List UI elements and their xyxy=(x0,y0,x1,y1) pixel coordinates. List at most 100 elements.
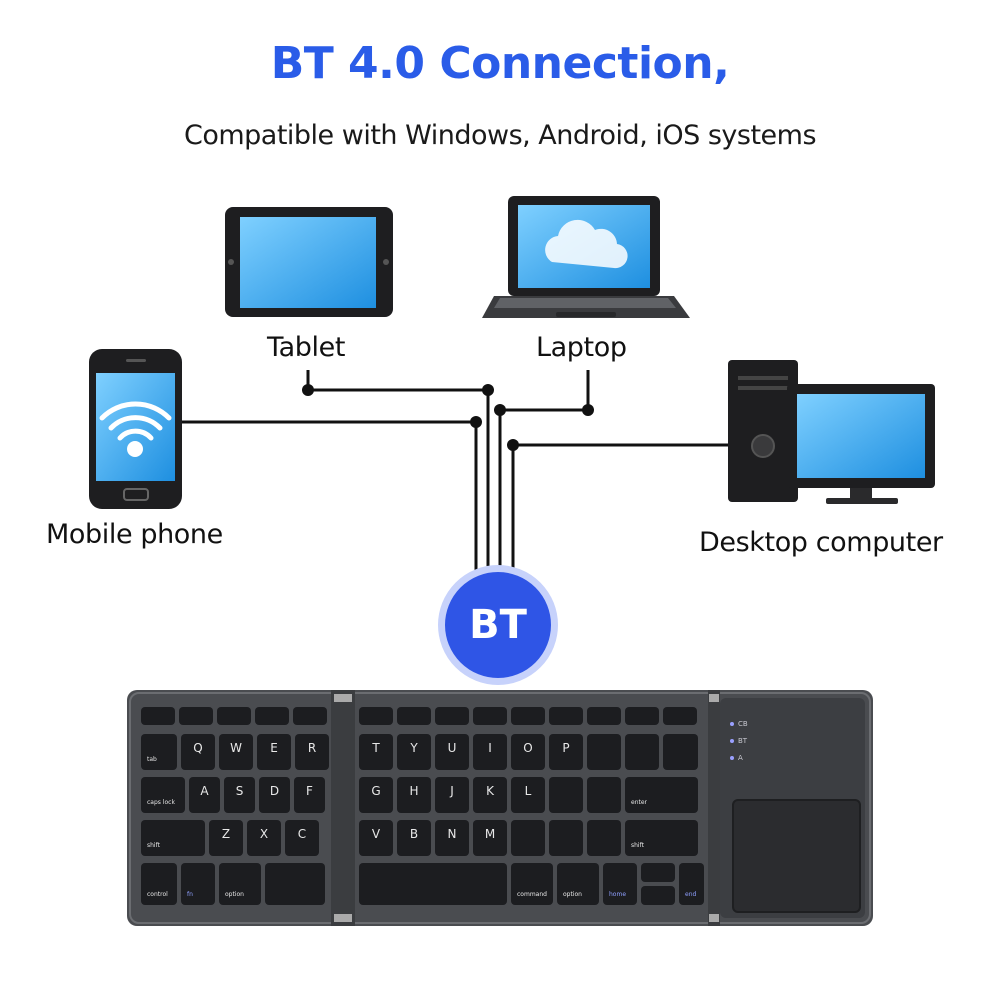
svg-text:F: F xyxy=(306,784,313,798)
svg-text:control: control xyxy=(147,891,168,898)
letter-key: J xyxy=(435,777,469,813)
shift-key-right: shift xyxy=(625,820,698,856)
svg-text:W: W xyxy=(230,741,242,755)
letter-key: K xyxy=(473,777,507,813)
bt-badge-label: BT xyxy=(469,602,527,648)
letter-key: H xyxy=(397,777,431,813)
svg-text:P: P xyxy=(562,741,569,755)
svg-text:H: H xyxy=(409,784,418,798)
letter-key: Q xyxy=(181,734,215,770)
space-key-right xyxy=(359,863,507,905)
shift-key-left: shift xyxy=(141,820,205,856)
svg-text:R: R xyxy=(308,741,316,755)
letter-key: Z xyxy=(209,820,243,856)
letter-key: M xyxy=(473,820,507,856)
svg-text:C: C xyxy=(298,827,306,841)
symbol-key xyxy=(587,820,621,856)
svg-text:N: N xyxy=(448,827,457,841)
svg-text:option: option xyxy=(225,891,244,898)
svg-text:command: command xyxy=(517,891,547,898)
symbol-key xyxy=(587,734,621,770)
symbol-key xyxy=(549,820,583,856)
command-key: command xyxy=(511,863,553,905)
page-title: BT 4.0 Connection, xyxy=(270,38,730,89)
svg-text:G: G xyxy=(371,784,380,798)
svg-text:enter: enter xyxy=(631,799,648,806)
label-tablet: Tablet xyxy=(267,332,346,363)
letter-key: B xyxy=(397,820,431,856)
letter-key: V xyxy=(359,820,393,856)
control-key: control xyxy=(141,863,177,905)
end-key: end xyxy=(679,863,704,905)
letter-key: O xyxy=(511,734,545,770)
svg-text:E: E xyxy=(270,741,278,755)
space-key-left xyxy=(265,863,325,905)
function-key xyxy=(217,707,251,725)
letter-key: Y xyxy=(397,734,431,770)
indicator-label: A xyxy=(738,754,743,762)
svg-text:M: M xyxy=(485,827,495,841)
svg-text:B: B xyxy=(410,827,418,841)
svg-text:D: D xyxy=(270,784,279,798)
fn-key: fn xyxy=(181,863,215,905)
svg-text:Z: Z xyxy=(222,827,230,841)
letter-key: U xyxy=(435,734,469,770)
letter-key: W xyxy=(219,734,253,770)
symbol-key xyxy=(549,777,583,813)
function-key xyxy=(473,707,507,725)
wire-lines xyxy=(182,370,728,575)
tab-key: tab xyxy=(141,734,177,770)
label-desktop-computer: Desktop computer xyxy=(699,527,943,558)
letter-key: F xyxy=(294,777,325,813)
function-key xyxy=(663,707,697,725)
svg-text:Q: Q xyxy=(193,741,202,755)
desktop-computer-icon xyxy=(728,360,935,504)
label-mobile-phone: Mobile phone xyxy=(46,519,223,550)
letter-key: A xyxy=(189,777,220,813)
function-key xyxy=(587,707,621,725)
home-key: home xyxy=(603,863,637,905)
page-subtitle: Compatible with Windows, Android, iOS sy… xyxy=(183,120,817,151)
bt-badge: BT xyxy=(438,565,558,685)
svg-text:home: home xyxy=(609,891,626,898)
letter-key: L xyxy=(511,777,545,813)
svg-text:shift: shift xyxy=(147,842,161,849)
svg-text:caps lock: caps lock xyxy=(147,799,175,806)
letter-key: G xyxy=(359,777,393,813)
letter-key: C xyxy=(285,820,319,856)
function-key xyxy=(625,707,659,725)
function-key xyxy=(359,707,393,725)
indicator-label: CB xyxy=(738,720,748,728)
function-key xyxy=(293,707,327,725)
option-key-right: option xyxy=(557,863,599,905)
caps-lock-key: caps lock xyxy=(141,777,185,813)
svg-text:tab: tab xyxy=(147,756,157,763)
letter-key: N xyxy=(435,820,469,856)
svg-text:V: V xyxy=(372,827,381,841)
mobile-phone-icon xyxy=(89,349,182,509)
function-key xyxy=(511,707,545,725)
function-key xyxy=(179,707,213,725)
function-key xyxy=(141,707,175,725)
tablet-icon xyxy=(225,207,393,317)
letter-key: R xyxy=(295,734,329,770)
svg-text:A: A xyxy=(200,784,209,798)
svg-text:X: X xyxy=(260,827,268,841)
svg-text:end: end xyxy=(685,891,696,898)
svg-text:U: U xyxy=(448,741,457,755)
letter-key: X xyxy=(247,820,281,856)
letter-key: T xyxy=(359,734,393,770)
svg-text:O: O xyxy=(523,741,532,755)
function-key xyxy=(255,707,289,725)
function-key xyxy=(435,707,469,725)
symbol-key xyxy=(587,777,621,813)
letter-key: D xyxy=(259,777,290,813)
svg-text:S: S xyxy=(236,784,244,798)
label-laptop: Laptop xyxy=(536,332,627,363)
letter-key: I xyxy=(473,734,507,770)
letter-key: S xyxy=(224,777,255,813)
wire-junctions xyxy=(302,384,594,451)
function-key xyxy=(397,707,431,725)
